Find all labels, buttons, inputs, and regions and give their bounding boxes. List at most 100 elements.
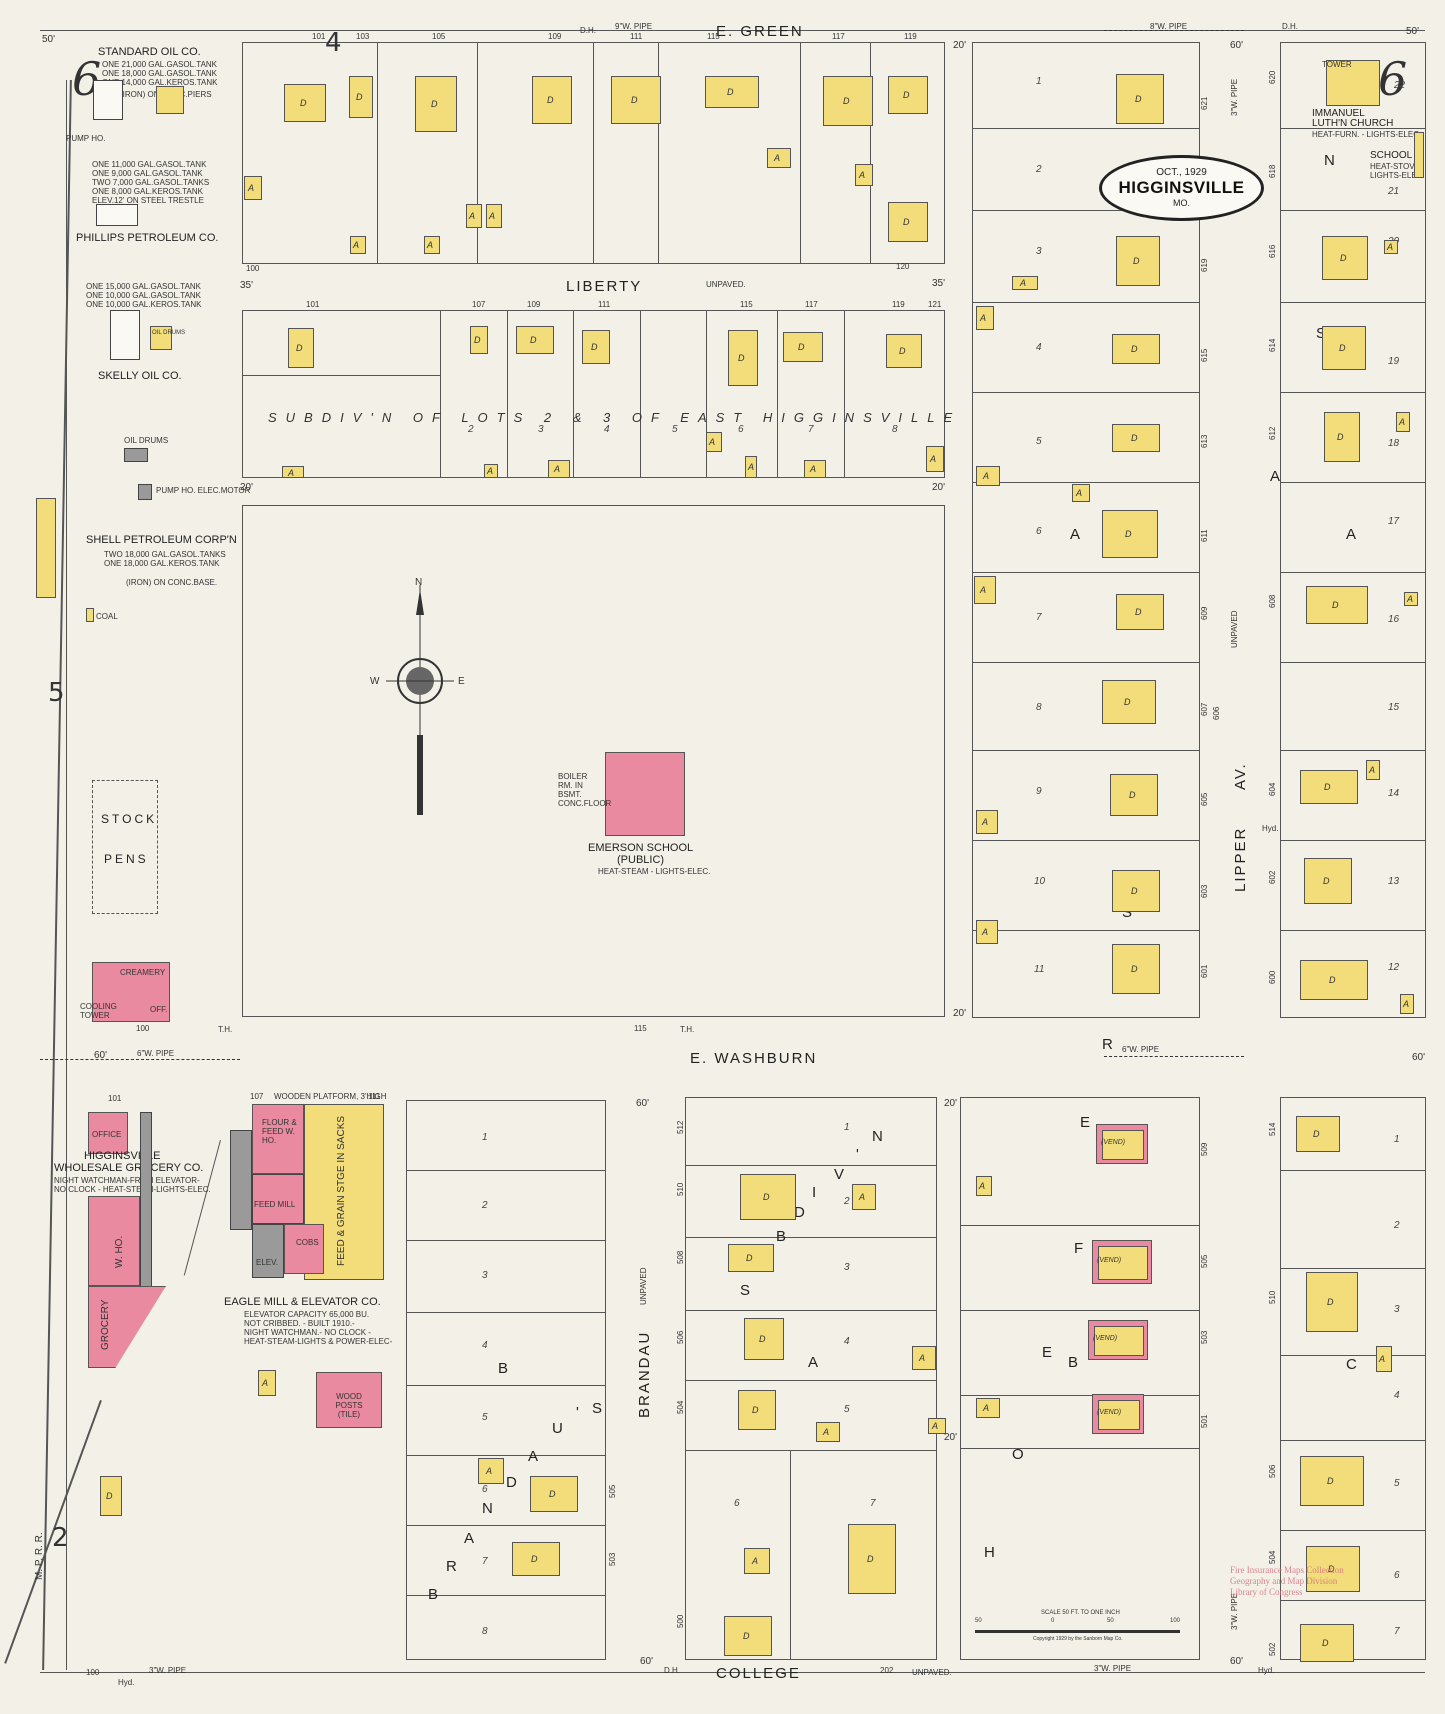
lot-line [406, 1595, 606, 1596]
lot-number: 6 [738, 424, 744, 435]
house-number: 101 [312, 32, 326, 41]
scale-tick: 50 [1107, 1618, 1114, 1624]
lot-line [477, 42, 478, 264]
sanders-letter: S [1316, 325, 1327, 342]
building-type-label: D [1135, 607, 1142, 617]
brandaus-letter: ' [576, 1404, 579, 1421]
house-number: 100 [246, 264, 260, 273]
pipe-label: 3"W. PIPE [1230, 1592, 1239, 1630]
house-number: 506 [676, 1330, 685, 1344]
auto-garage: A [1072, 484, 1090, 502]
key-number-5: 5 [48, 678, 65, 708]
lot-line [844, 310, 845, 478]
creamery-label: CREAMERY [120, 968, 166, 977]
building-type-label: A [1076, 488, 1083, 498]
lot-number: 5 [1394, 1478, 1400, 1489]
width-label: 60' [640, 1656, 654, 1667]
house-number: 115 [634, 1024, 647, 1033]
compass-east: E [458, 676, 465, 687]
creamery-building [92, 962, 170, 1022]
tank-structure [96, 204, 138, 226]
building-type-label: A [469, 211, 476, 221]
hydrant-hyd: Hyd. [118, 1678, 135, 1687]
block-subdivn-a [685, 1097, 937, 1660]
lot-number: 17 [1388, 516, 1400, 527]
map-date: OCT., 1929 [1156, 167, 1207, 178]
standard-oil-label: STANDARD OIL CO. [98, 46, 201, 58]
building-type-label: D [738, 353, 745, 363]
dwelling: D [728, 1244, 774, 1272]
map-state: MO. [1173, 198, 1190, 208]
house-number: 121 [928, 300, 942, 309]
building-type-label: (VEND) [1093, 1335, 1118, 1342]
house-number: 509 [1200, 1142, 1209, 1156]
dwelling: D [1116, 236, 1160, 286]
vend-building: (VEND) [1092, 1394, 1144, 1434]
lot-number: 5 [672, 424, 678, 435]
stamp-line: Fire Insurance Maps Collection [1230, 1565, 1344, 1575]
building-type-label: A [1407, 594, 1414, 604]
building-type-label: D [1327, 1476, 1334, 1486]
dwelling: D [530, 1476, 578, 1512]
stamp-line: Geography and Map Division [1230, 1576, 1338, 1586]
width-label: 50' [42, 34, 56, 45]
building-type-label: A [554, 464, 561, 474]
building-type-label: A [1020, 278, 1027, 288]
building-type-label: A [982, 927, 989, 937]
pipe-label: 3"W. PIPE [1230, 78, 1239, 116]
hydrant-dh: D.H. [664, 1666, 680, 1675]
house-number: 607 [1200, 702, 1209, 716]
compass-arrow [416, 589, 424, 615]
street-lipper-av: AV. [1232, 762, 1249, 790]
mill-elev [252, 1224, 284, 1278]
auto-garage: A [976, 920, 998, 944]
building-type-label: D [547, 95, 554, 105]
house-number: 603 [1200, 884, 1209, 898]
lot-line [972, 662, 1200, 663]
lot-line [1280, 1530, 1426, 1531]
auto-garage: A [976, 1398, 1000, 1418]
hydrant-th: T.H. [218, 1025, 233, 1034]
tank-structure [93, 80, 123, 120]
dwelling: D [1306, 1546, 1360, 1592]
lot-number: 2 [482, 1200, 488, 1211]
hydrant-hyd: Hyd. [1262, 824, 1279, 833]
house-number: 109 [548, 32, 562, 41]
width-label: 50' [1406, 26, 1420, 37]
church-name-2: LUTH'N CHURCH [1312, 118, 1394, 129]
building-type-label: D [1339, 343, 1346, 353]
street-college: COLLEGE [716, 1665, 801, 1682]
house-number: 510 [676, 1182, 685, 1196]
wood-platform-label: WOODEN PLATFORM, 3'HIGH [274, 1092, 387, 1101]
building-type-label: A [982, 817, 989, 827]
mill-cobs [284, 1224, 324, 1274]
house-number: 606 [1212, 706, 1221, 720]
auto-garage: A [1404, 592, 1418, 606]
emerson-school [605, 752, 685, 836]
dwelling: D [728, 330, 758, 386]
railroad-spur [183, 1140, 221, 1276]
auto-garage: A [976, 810, 998, 834]
building-type-label: D [530, 335, 537, 345]
elev-label: ELEV. [256, 1258, 278, 1267]
building-type-label: D [1328, 1564, 1335, 1574]
dwelling: D [284, 84, 326, 122]
lot-line [800, 42, 801, 264]
house-number: 101 [306, 300, 320, 309]
house-number: 119 [904, 32, 917, 41]
building-type-label: A [859, 170, 866, 180]
street-liberty-note: UNPAVED. [706, 280, 746, 289]
building-type-label: A [1399, 417, 1406, 427]
lot-line [685, 1450, 937, 1451]
house-number: 613 [1200, 434, 1209, 448]
dwelling: D [516, 326, 554, 354]
lot-number: 4 [1036, 342, 1042, 353]
lot-number: 5 [482, 1412, 488, 1423]
dwelling: D [470, 326, 488, 354]
house-number: 117 [805, 300, 818, 309]
house-number: 619 [1200, 258, 1209, 272]
building-type-label: D [727, 87, 734, 97]
lot-number: 22 [1394, 80, 1406, 91]
library-stamp: Fire Insurance Maps Collection Geography… [1230, 1565, 1390, 1598]
boiler-label: BOILER RM. IN BSMT. CONC.FLOOR [558, 772, 612, 808]
